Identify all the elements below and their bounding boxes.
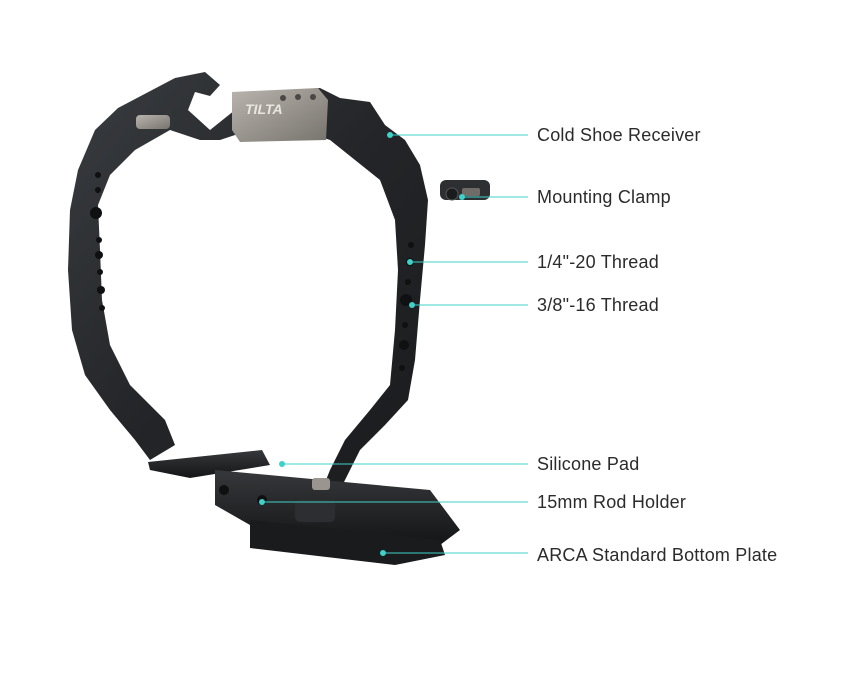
top-cold-shoe-block: TILTA (232, 88, 328, 142)
marker-mounting-clamp (459, 194, 465, 200)
label-15mm-rod-holder: 15mm Rod Holder (537, 492, 687, 512)
marker-cold-shoe (387, 132, 393, 138)
label-quarter-20-thread: 1/4"-20 Thread (537, 252, 659, 272)
label-cold-shoe-receiver: Cold Shoe Receiver (537, 125, 701, 145)
left-knob (136, 115, 170, 129)
label-silicone-pad: Silicone Pad (537, 454, 640, 474)
marker-rod-holder (259, 499, 265, 505)
marker-arca-plate (380, 550, 386, 556)
left-side-holes (90, 172, 105, 311)
label-three-eighths-16-thread: 3/8"-16 Thread (537, 295, 659, 315)
marker-quarter-thread (407, 259, 413, 265)
mounting-clamp-part (440, 180, 490, 201)
label-arca-standard-bottom-plate: ARCA Standard Bottom Plate (537, 545, 778, 565)
marker-three-eighths-thread (409, 302, 415, 308)
leader-lines (259, 132, 528, 556)
marker-silicone-pad (279, 461, 285, 467)
label-mounting-clamp: Mounting Clamp (537, 187, 671, 207)
brand-logo: TILTA (245, 101, 283, 117)
bottom-plate (148, 450, 460, 565)
